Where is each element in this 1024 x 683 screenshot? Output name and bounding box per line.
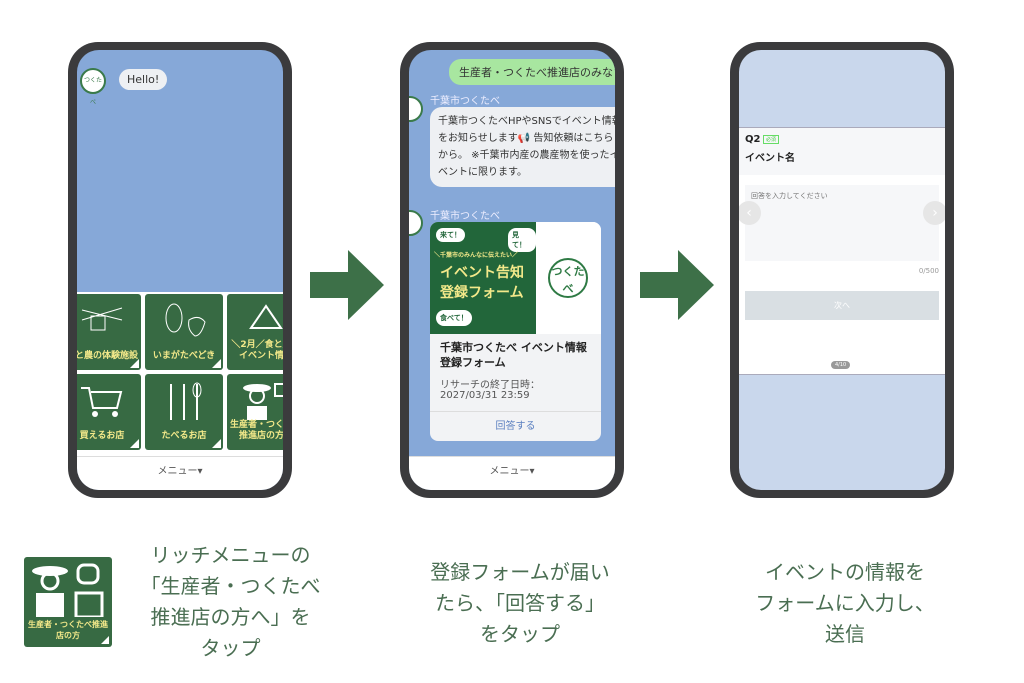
step2-caption: 登録フォームが届い たら、「回答する」 をタップ <box>430 560 610 646</box>
next-arrow-button[interactable]: › <box>923 201 945 225</box>
rich-menu-tile-in-season[interactable]: いまがたべどき <box>145 294 223 370</box>
farmer-chef-icon <box>243 383 283 420</box>
producers-menu-icon: 生産者・つくたべ推進店の方 <box>24 557 112 647</box>
sender-avatar <box>409 96 423 122</box>
user-message-bubble: 生産者・つくたべ推進店のみなさ <box>449 59 615 85</box>
step3-caption: イベントの情報を フォームに入力し、 送信 <box>755 560 935 646</box>
tent-icon <box>249 304 283 329</box>
icon-label: 生産者・つくたべ推進店の方 <box>28 620 108 640</box>
deadline-label: リサーチの終了日時： <box>440 380 540 391</box>
rich-menu-tile-eat[interactable]: たべるお店 <box>145 374 223 450</box>
speech-bubble: 食べて！ <box>436 310 472 326</box>
card-title: 千葉市つくたべ イベント情報 登録フォーム <box>440 341 587 369</box>
question-title: イベント名 <box>745 153 795 164</box>
phone-step1: つくたべ Hello! 食と農の体験施設 いまがたべどき ＼2月／食と農のイベン… <box>68 42 292 498</box>
laundry-icon <box>81 307 123 331</box>
sender-avatar <box>409 210 423 236</box>
rich-menu-toggle[interactable]: メニュー▾ <box>77 456 283 490</box>
deadline-value: 2027/03/31 23:59 <box>440 390 530 401</box>
arrow-right-icon <box>640 250 714 320</box>
tsukutabe-logo: つくたべ <box>548 258 588 298</box>
sender-name: 千葉市つくたべ <box>430 211 500 222</box>
banner-title: 登録フォーム <box>440 285 524 301</box>
step1-caption: リッチメニューの 「生産者・つくたべ 推進店の方へ」を タップ <box>140 543 321 660</box>
arrow-right-icon <box>310 250 384 320</box>
rich-menu-tile-events[interactable]: ＼2月／食と農のイベント情報 <box>227 294 283 370</box>
banner-subtitle: ＼千葉市のみんなに伝えたい／ <box>434 252 519 259</box>
tsukutabe-avatar: つくたべ <box>80 68 106 106</box>
required-badge: 必須 <box>763 135 780 144</box>
card-logo: つくたべ <box>536 222 601 334</box>
survey-form-screen: Q2 必須 イベント名 ‹ › 0/500 次へ 4/10 <box>739 50 945 490</box>
line-chat-screen: 生産者・つくたべ推進店のみなさ 千葉市つくたべ 千葉市つくたべHPやSNSでイベ… <box>409 50 615 490</box>
banner-title: イベント告知 <box>440 265 524 281</box>
hello-bubble: Hello! <box>119 69 168 90</box>
sender-name: 千葉市つくたべ <box>430 96 500 107</box>
speech-bubble: 見て！ <box>508 228 536 252</box>
farmer-chef-icon <box>32 563 104 619</box>
form-card: 来て！ 見て！ ＼千葉市のみんなに伝えたい／ イベント告知 登録フォーム 食べて… <box>430 222 601 441</box>
answer-input[interactable] <box>745 185 939 261</box>
question-number: Q2 <box>745 134 761 145</box>
line-chat-screen: つくたべ Hello! 食と農の体験施設 いまがたべどき ＼2月／食と農のイベン… <box>77 50 283 490</box>
answer-button[interactable]: 回答する <box>430 411 601 441</box>
peanut-strawberry-icon <box>165 303 206 337</box>
question-header: Q2 必須 イベント名 <box>739 128 945 175</box>
phone-step2: 生産者・つくたべ推進店のみなさ 千葉市つくたべ 千葉市つくたべHPやSNSでイベ… <box>400 42 624 498</box>
rich-menu-toggle[interactable]: メニュー▾ <box>409 456 615 490</box>
next-button[interactable]: 次へ <box>745 291 939 320</box>
rich-menu-tile-experience[interactable]: 食と農の体験施設 <box>77 294 141 370</box>
form-panel: Q2 必須 イベント名 ‹ › 0/500 次へ 4/10 <box>739 127 945 375</box>
char-counter: 0/500 <box>918 267 939 275</box>
message-bubble: 千葉市つくたべHPやSNSでイベント情報をお知らせします📢 告知依頼はこちらから… <box>430 107 615 187</box>
cart-icon <box>81 387 123 417</box>
phone-step3: Q2 必須 イベント名 ‹ › 0/500 次へ 4/10 <box>730 42 954 498</box>
card-banner: 来て！ 見て！ ＼千葉市のみんなに伝えたい／ イベント告知 登録フォーム 食べて… <box>430 222 536 334</box>
cutlery-icon <box>170 382 202 420</box>
rich-menu-tile-buy[interactable]: 買えるお店 <box>77 374 141 450</box>
rich-menu: 食と農の体験施設 いまがたべどき ＼2月／食と農のイベント情報 買えるお店 たべ… <box>77 292 283 458</box>
prev-arrow-button[interactable]: ‹ <box>739 201 761 225</box>
speech-bubble: 来て！ <box>436 228 465 242</box>
page-indicator: 4/10 <box>831 361 851 369</box>
